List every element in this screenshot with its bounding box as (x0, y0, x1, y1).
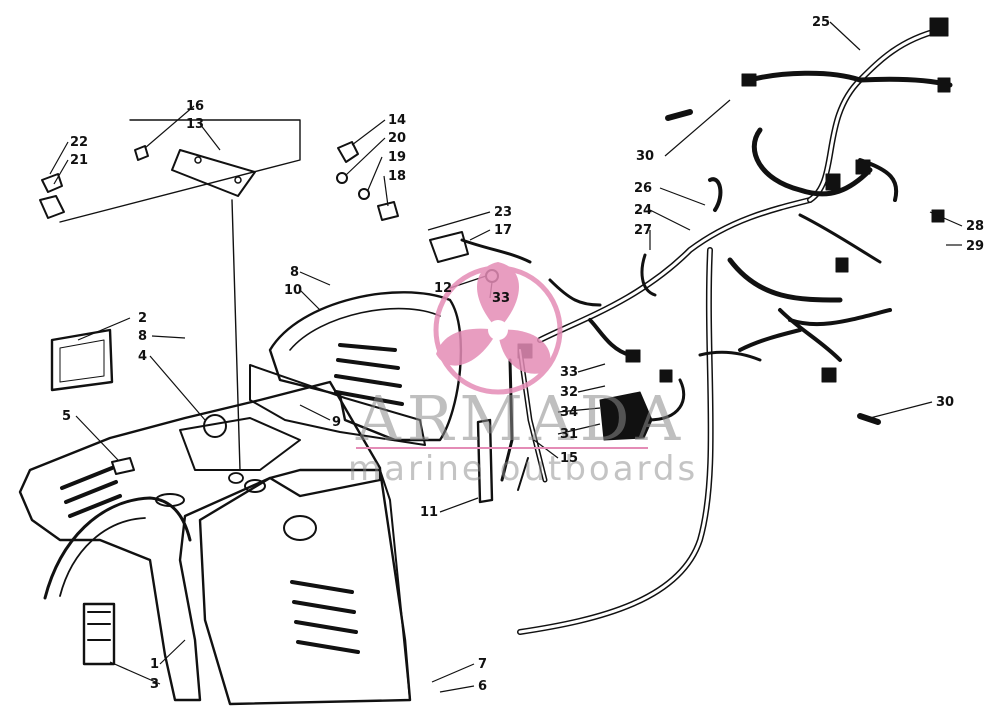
wiring-harness-drawing (429, 17, 953, 635)
propeller-logo (433, 262, 563, 395)
callout-label: 32 (560, 385, 578, 400)
callout-label: 2 (138, 311, 147, 326)
callout-label: 13 (186, 117, 204, 132)
callout-label: 15 (560, 451, 578, 466)
callout-label: 34 (560, 405, 578, 420)
callout-label: 20 (388, 131, 406, 146)
callout-label: 25 (812, 15, 830, 30)
callout-label: 7 (478, 657, 487, 672)
armada-watermark: ARMADA marine outboards (348, 262, 698, 489)
callout-label: 26 (634, 181, 652, 196)
callout-label: 12 (434, 281, 452, 296)
callout-label: 33 (492, 291, 510, 306)
callout-label: 3 (150, 677, 159, 692)
callout-label: 14 (388, 113, 406, 128)
callout-label: 11 (420, 505, 438, 520)
callout-label: 9 (332, 415, 341, 430)
watermark-subtitle: marine outboards (348, 449, 698, 489)
callout-label: 30 (936, 395, 954, 410)
callout-label: 30 (636, 149, 654, 164)
callout-label: 23 (494, 205, 512, 220)
callout-label: 24 (634, 203, 652, 218)
callout-label: 18 (388, 169, 406, 184)
callout-label: 10 (284, 283, 302, 298)
callout-label: 22 (70, 135, 88, 150)
callout-label: 19 (388, 150, 406, 165)
callout-label: 16 (186, 99, 204, 114)
console-hood-drawing (18, 380, 412, 706)
callout-label: 31 (560, 427, 578, 442)
callout-label: 8 (138, 329, 147, 344)
callout-label: 27 (634, 223, 652, 238)
callout-label: 21 (70, 153, 88, 168)
callout-label: 33 (560, 365, 578, 380)
callout-labels: 1 2 3 4 5 6 7 8 8 9 10 11 12 13 14 15 16… (62, 15, 984, 694)
callout-label: 6 (478, 679, 487, 694)
callout-label: 5 (62, 409, 71, 424)
callout-label: 17 (494, 223, 512, 238)
watermark-title: ARMADA (355, 382, 686, 455)
shroud-drawing (249, 291, 463, 446)
callout-label: 28 (966, 219, 984, 234)
callout-label: 29 (966, 239, 984, 254)
callout-label: 4 (138, 349, 147, 364)
switch-bracket-assembly (39, 119, 399, 471)
callout-label: 1 (150, 657, 159, 672)
callout-label: 8 (290, 265, 299, 280)
